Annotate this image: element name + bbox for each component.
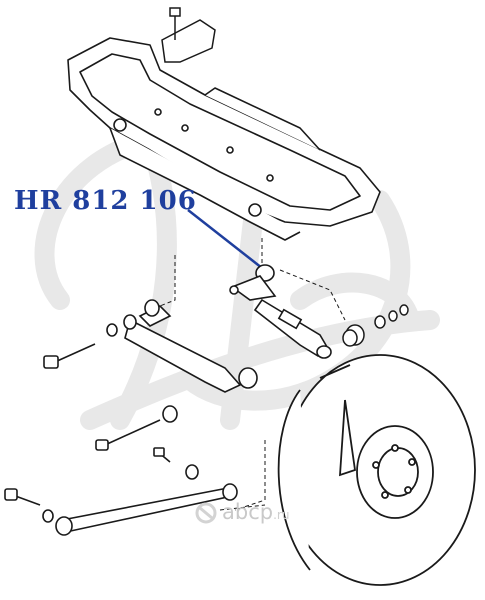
bolts: [4, 343, 199, 523]
right-bushings: [342, 304, 409, 347]
trailing-rod: [55, 483, 238, 536]
part-number-label: HR 812 106: [14, 186, 197, 216]
mount-bracket: [161, 7, 216, 63]
abcp-logo-icon: [195, 502, 217, 524]
wheel-hub-assembly: [277, 354, 476, 586]
lower-link: [106, 299, 258, 393]
leader-line: [187, 209, 263, 269]
abcp-watermark: abcp.ru: [222, 500, 289, 524]
abcp-watermark-tld: .ru: [273, 508, 290, 522]
rear-crossmember: [67, 37, 381, 241]
upper-lateral-link: [229, 264, 332, 359]
abcp-watermark-text: abcp: [222, 500, 274, 524]
assembly-guides: [149, 238, 346, 511]
